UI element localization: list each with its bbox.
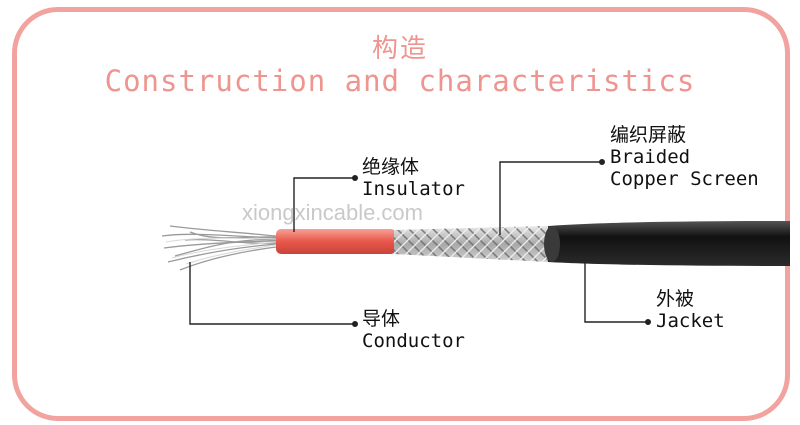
label-jacket: 外被 Jacket: [656, 288, 725, 332]
label-conductor-en: Conductor: [362, 330, 465, 352]
insulator-layer: [276, 229, 396, 254]
label-insulator-cn: 绝缘体: [362, 156, 420, 178]
rounded-frame: [12, 7, 790, 421]
label-screen-en-2: Copper Screen: [610, 168, 759, 190]
watermark-text: xiongxincable.com: [242, 200, 423, 225]
title-english: Construction and characteristics: [104, 64, 696, 98]
label-conductor: 导体 Conductor: [362, 308, 465, 352]
label-jacket-cn: 外被: [656, 288, 695, 310]
label-insulator: 绝缘体 Insulator: [362, 156, 465, 200]
label-conductor-cn: 导体: [362, 308, 401, 330]
label-jacket-en: Jacket: [656, 310, 725, 332]
title-chinese: 构造: [371, 34, 428, 64]
leader-lines: [189, 161, 648, 325]
jacket-layer: [548, 221, 790, 266]
label-screen: 编织屏蔽 Braided Copper Screen: [610, 124, 759, 190]
label-screen-en-1: Braided: [610, 146, 691, 168]
label-screen-cn: 编织屏蔽: [610, 124, 687, 146]
label-insulator-en: Insulator: [362, 178, 465, 200]
